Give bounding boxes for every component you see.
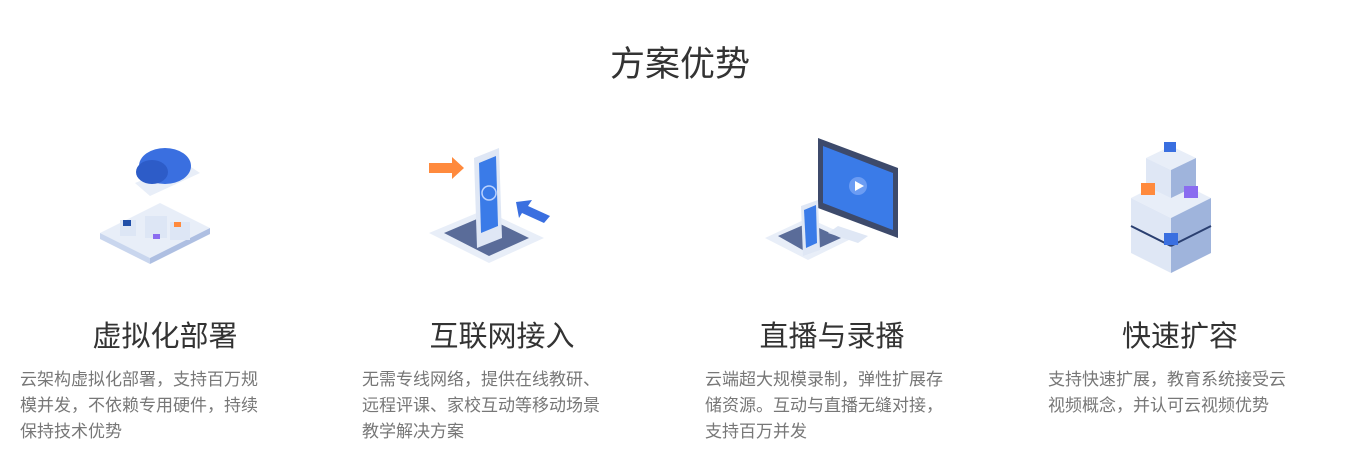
feature-description: 支持快速扩展，教育系统接受云视频概念，并认可云视频优势 xyxy=(1048,370,1286,416)
live-video-icon xyxy=(765,138,898,260)
server-stack-icon xyxy=(1130,142,1212,273)
feature-description: 云架构虚拟化部署，支持百万规模并发，不依赖专用硬件，持续保持技术优势 xyxy=(20,370,258,442)
feature-title: 快速扩容 xyxy=(1121,319,1238,353)
section-title: 方案优势 xyxy=(609,45,750,85)
mobile-access-icon xyxy=(429,148,550,263)
feature-description: 云端超大规模录制，弹性扩展存储资源。互动与直播无缝对接，支持百万并发 xyxy=(705,370,943,442)
feature-title: 互联网接入 xyxy=(429,319,575,353)
feature-title: 直播与录播 xyxy=(759,319,905,353)
cloud-server-icon xyxy=(100,148,210,264)
feature-description: 无需专线网络，提供在线教研、远程评课、家校互动等移动场景教学解决方案 xyxy=(362,370,600,442)
feature-title: 虚拟化部署 xyxy=(92,319,238,353)
